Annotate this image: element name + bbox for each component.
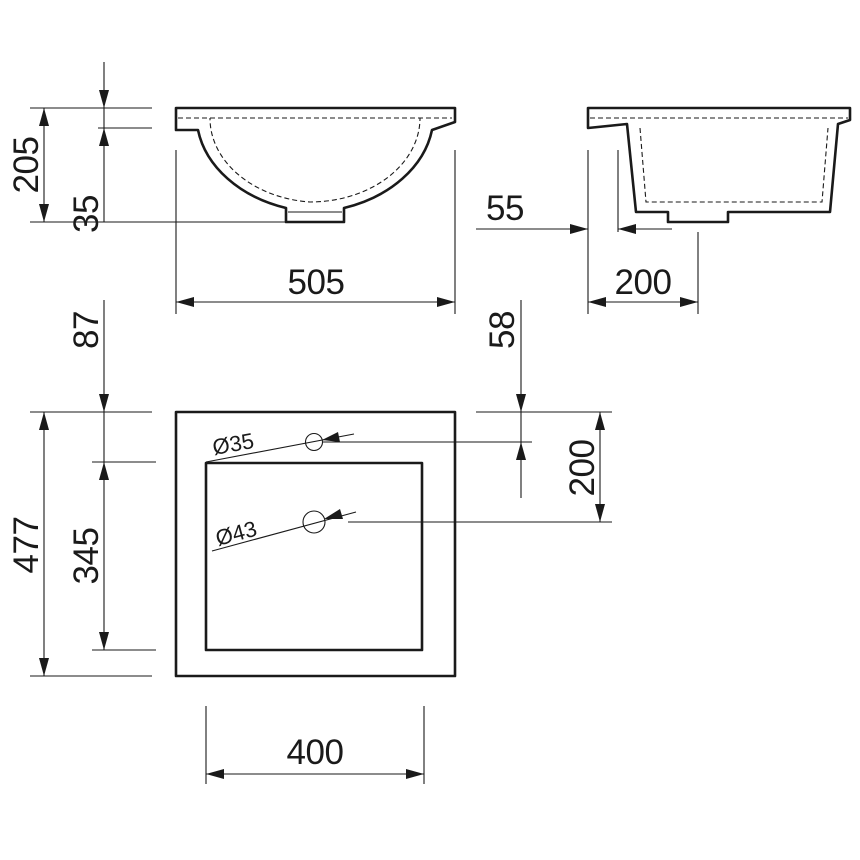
profile-depth-dimension: 200 (588, 232, 699, 314)
drain-hole-label: Ø43 (213, 516, 260, 551)
front-basin-hidden-line (209, 117, 421, 203)
side-basin-outline (586, 106, 852, 224)
dim-477-label: 477 (7, 517, 46, 574)
dim-58-label: 58 (483, 311, 522, 349)
bowl-width-dimension: 400 (205, 706, 425, 784)
dim-345-label: 345 (67, 528, 106, 585)
plan-bowl-opening (204, 461, 424, 652)
drain-hole (302, 510, 326, 534)
plan-depth-dimensions: 87 477 345 (7, 300, 156, 677)
dim-400-label: 400 (287, 733, 344, 772)
tap-hole-annotation: Ø35 (205, 428, 355, 463)
tap-hole-label: Ø35 (211, 428, 256, 460)
dim-200-plan-label: 200 (563, 440, 602, 497)
front-height-dimensions: 205 35 (7, 62, 290, 233)
front-basin-outline (174, 106, 457, 224)
dim-87-label: 87 (67, 311, 106, 349)
dim-505-label: 505 (288, 263, 345, 302)
side-basin-hidden-line (639, 127, 829, 203)
dim-35-label: 35 (67, 195, 106, 233)
profile-offset-dimension: 55 (476, 150, 672, 314)
plan-view (174, 410, 457, 678)
side-elevation-view (586, 106, 852, 224)
drain-hole-annotation: Ø43 (211, 509, 357, 552)
front-elevation-view (174, 106, 457, 224)
overall-width-dimension: 505 (175, 150, 456, 314)
plan-outer-rim (174, 410, 457, 678)
dim-205-label: 205 (7, 137, 46, 194)
dim-200-side-label: 200 (615, 263, 672, 302)
hole-position-dimensions: 58 200 (322, 300, 612, 523)
dim-55-label: 55 (486, 189, 524, 228)
